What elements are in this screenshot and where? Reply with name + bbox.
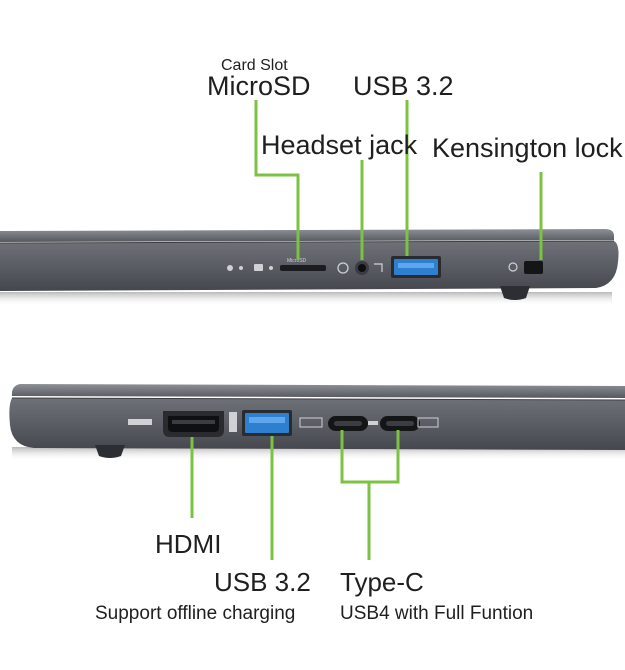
type-c-port-1 [299, 416, 368, 431]
type-c-sublabel: USB4 with Full Funtion [340, 603, 534, 624]
kensington-lock-label: Kensington lock [432, 133, 623, 163]
card-slot-caption: Card Slot [221, 57, 288, 74]
usb-a-port-left [229, 410, 292, 436]
thunderbolt-icon [368, 421, 378, 425]
headset-jack-label: Headset jack [261, 130, 418, 160]
hdmi-label: HDMI [155, 529, 222, 559]
top-callout-lines [254, 100, 543, 260]
status-led-icons [227, 264, 273, 271]
laptop-right-side: MicroSD [0, 229, 619, 306]
top-usb-label: USB 3.2 [353, 71, 454, 101]
bottom-callout-lines [190, 430, 400, 560]
hdmi-port [128, 411, 224, 437]
kensington-lock-slot [508, 261, 543, 274]
usb-sublabel: Support offline charging [95, 603, 296, 624]
usb-a-port-right [391, 256, 441, 278]
microsd-label: MicroSD [207, 71, 311, 101]
headset-jack [337, 261, 383, 275]
bottom-usb-label: USB 3.2 [214, 567, 311, 597]
laptop-left-side [9, 384, 625, 461]
type-c-label: Type-C [340, 567, 424, 597]
microsd-slot: MicroSD [280, 258, 326, 271]
type-c-port-2 [380, 416, 439, 431]
svg-text:MicroSD: MicroSD [287, 258, 307, 264]
